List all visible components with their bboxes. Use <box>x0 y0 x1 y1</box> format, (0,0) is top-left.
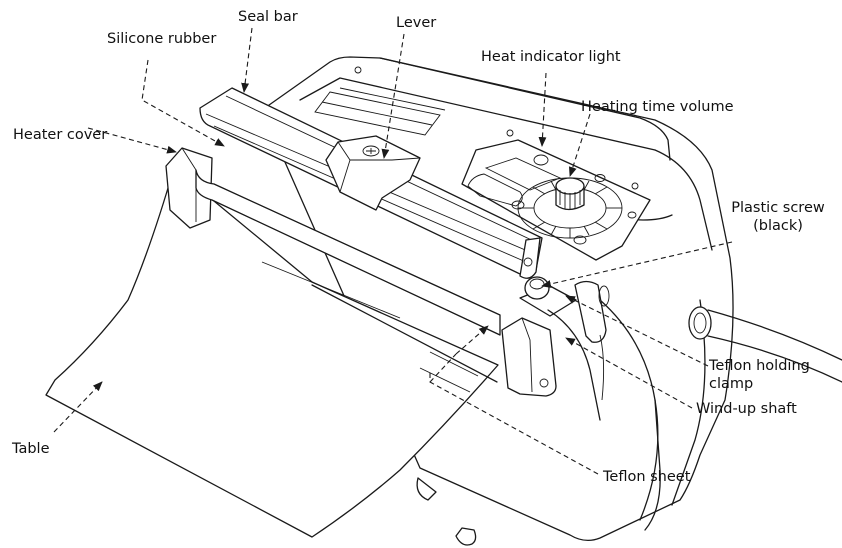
label-wind-up-shaft: Wind-up shaft <box>696 401 797 417</box>
leader-table <box>53 381 103 433</box>
label-heat-indicator-light: Heat indicator light <box>481 49 621 65</box>
right-clamp-parts <box>501 276 610 421</box>
leader-heating-time <box>568 113 591 177</box>
label-silicone-rubber: Silicone rubber <box>107 31 217 47</box>
seal-bar-assembly <box>199 87 543 279</box>
control-panel <box>461 139 651 261</box>
heater-assembly <box>165 147 501 336</box>
label-seal-bar: Seal bar <box>238 9 298 25</box>
leader-lever <box>381 33 405 159</box>
label-teflon-holding-clamp: Teflon holding clamp <box>709 357 810 393</box>
leader-teflon-clamp <box>565 295 709 367</box>
leader-teflon-sheet-arrow <box>455 325 489 355</box>
label-heater-cover: Heater cover <box>13 127 108 143</box>
label-plastic-screw-line2: (black) <box>753 218 803 234</box>
leader-heat-indicator <box>538 72 547 147</box>
power-cord <box>688 306 842 383</box>
front-table <box>45 167 499 538</box>
leader-heater-cover <box>87 127 177 154</box>
label-table: Table <box>12 441 50 457</box>
label-teflon-holding-clamp-line2: clamp <box>709 376 754 392</box>
leader-wind-up-shaft <box>565 337 693 409</box>
leader-lines <box>53 27 733 475</box>
label-plastic-screw: Plastic screw (black) <box>722 199 834 235</box>
dial-scale-ticks <box>518 178 622 238</box>
leader-plastic-screw <box>541 241 733 288</box>
label-lever: Lever <box>396 15 437 31</box>
label-plastic-screw-line1: Plastic screw <box>731 200 825 216</box>
label-teflon-sheet: Teflon sheet <box>603 469 691 485</box>
label-teflon-holding-clamp-line1: Teflon holding <box>709 358 810 374</box>
leader-seal-bar <box>241 27 253 93</box>
label-heating-time-volume: Heating time volume <box>581 99 734 115</box>
leader-silicone-rubber <box>141 59 225 147</box>
